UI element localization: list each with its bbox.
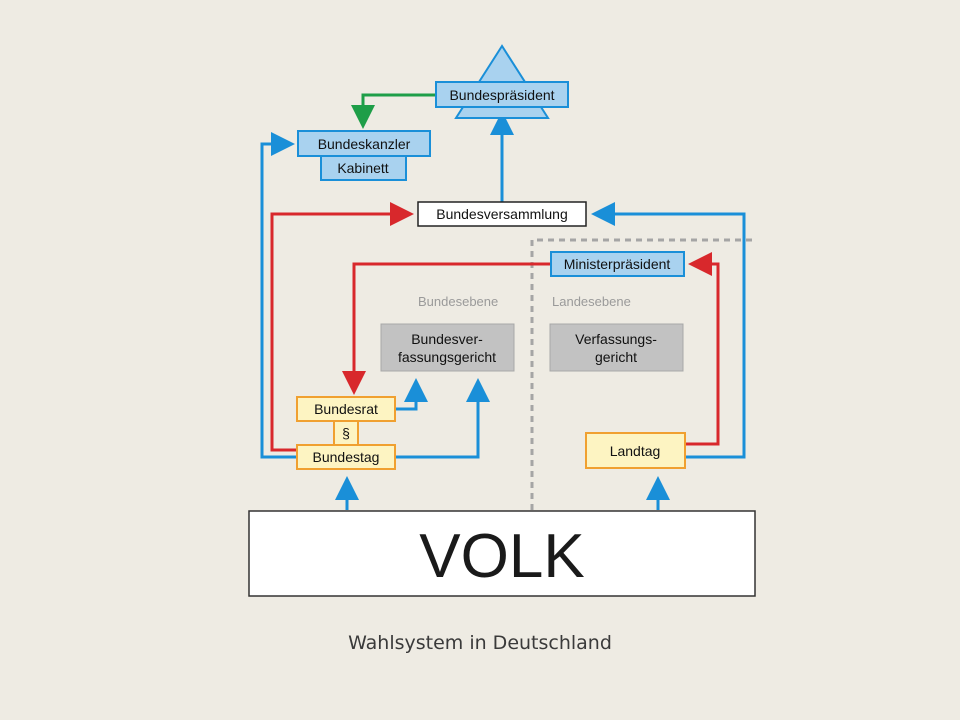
zone-label-bundesebene: Bundesebene bbox=[418, 294, 498, 309]
arrow-bundestag-to-bverfg bbox=[396, 378, 490, 459]
level-divider bbox=[530, 238, 756, 510]
blue-arrows bbox=[260, 111, 746, 510]
node-bundespraesident: Bundespräsident bbox=[435, 44, 569, 119]
label-bundesrat: Bundesrat bbox=[314, 401, 378, 417]
label-landtag: Landtag bbox=[610, 443, 661, 459]
node-kabinett: Kabinett bbox=[320, 155, 407, 181]
label-bundestag: Bundestag bbox=[313, 449, 380, 465]
node-landtag: Landtag bbox=[585, 432, 686, 469]
node-bundesversammlung: Bundesversammlung bbox=[417, 201, 587, 227]
label-bverfg-line1: Bundesver- bbox=[411, 331, 483, 347]
node-bundesrat: Bundesrat bbox=[296, 396, 396, 422]
label-volk: VOLK bbox=[419, 522, 584, 591]
label-paragraph: § bbox=[342, 425, 350, 441]
label-bverfg-line2: fassungsgericht bbox=[398, 349, 496, 365]
label-bundesversammlung: Bundesversammlung bbox=[436, 206, 568, 222]
node-verfassungsgericht: Verfassungs- gericht bbox=[549, 323, 684, 372]
arrow-landtag-to-ministerpraesident bbox=[686, 252, 720, 446]
node-bundesverfassungsgericht: Bundesver- fassungsgericht bbox=[380, 323, 515, 372]
node-paragraph: § bbox=[333, 420, 359, 446]
node-ministerpraesident: Ministerpräsident bbox=[550, 251, 685, 277]
arrow-bundespraesident-to-bundeskanzler bbox=[351, 93, 436, 129]
node-bundestag: Bundestag bbox=[296, 444, 396, 470]
zone-label-landesebene: Landesebene bbox=[552, 294, 631, 309]
arrow-bundestag-to-bundesversammlung bbox=[270, 202, 414, 452]
node-bundeskanzler: Bundeskanzler bbox=[297, 130, 431, 157]
arrow-landtag-to-bundesversammlung bbox=[591, 202, 746, 459]
red-arrows bbox=[270, 202, 720, 452]
label-bundespraesident: Bundespräsident bbox=[449, 87, 554, 103]
arrow-ministerpraesident-to-bundesrat bbox=[342, 262, 551, 395]
node-volk: VOLK bbox=[248, 510, 756, 597]
label-ministerpraesident: Ministerpräsident bbox=[564, 256, 671, 272]
diagram-caption: Wahlsystem in Deutschland bbox=[348, 632, 612, 654]
arrow-bundestag-to-bundeskanzler bbox=[260, 132, 297, 459]
label-verfg-line2: gericht bbox=[595, 349, 637, 365]
label-kabinett: Kabinett bbox=[337, 160, 388, 176]
label-bundeskanzler: Bundeskanzler bbox=[318, 136, 411, 152]
arrow-bundesrat-to-bverfg bbox=[396, 378, 428, 411]
label-verfg-line1: Verfassungs- bbox=[575, 331, 657, 347]
